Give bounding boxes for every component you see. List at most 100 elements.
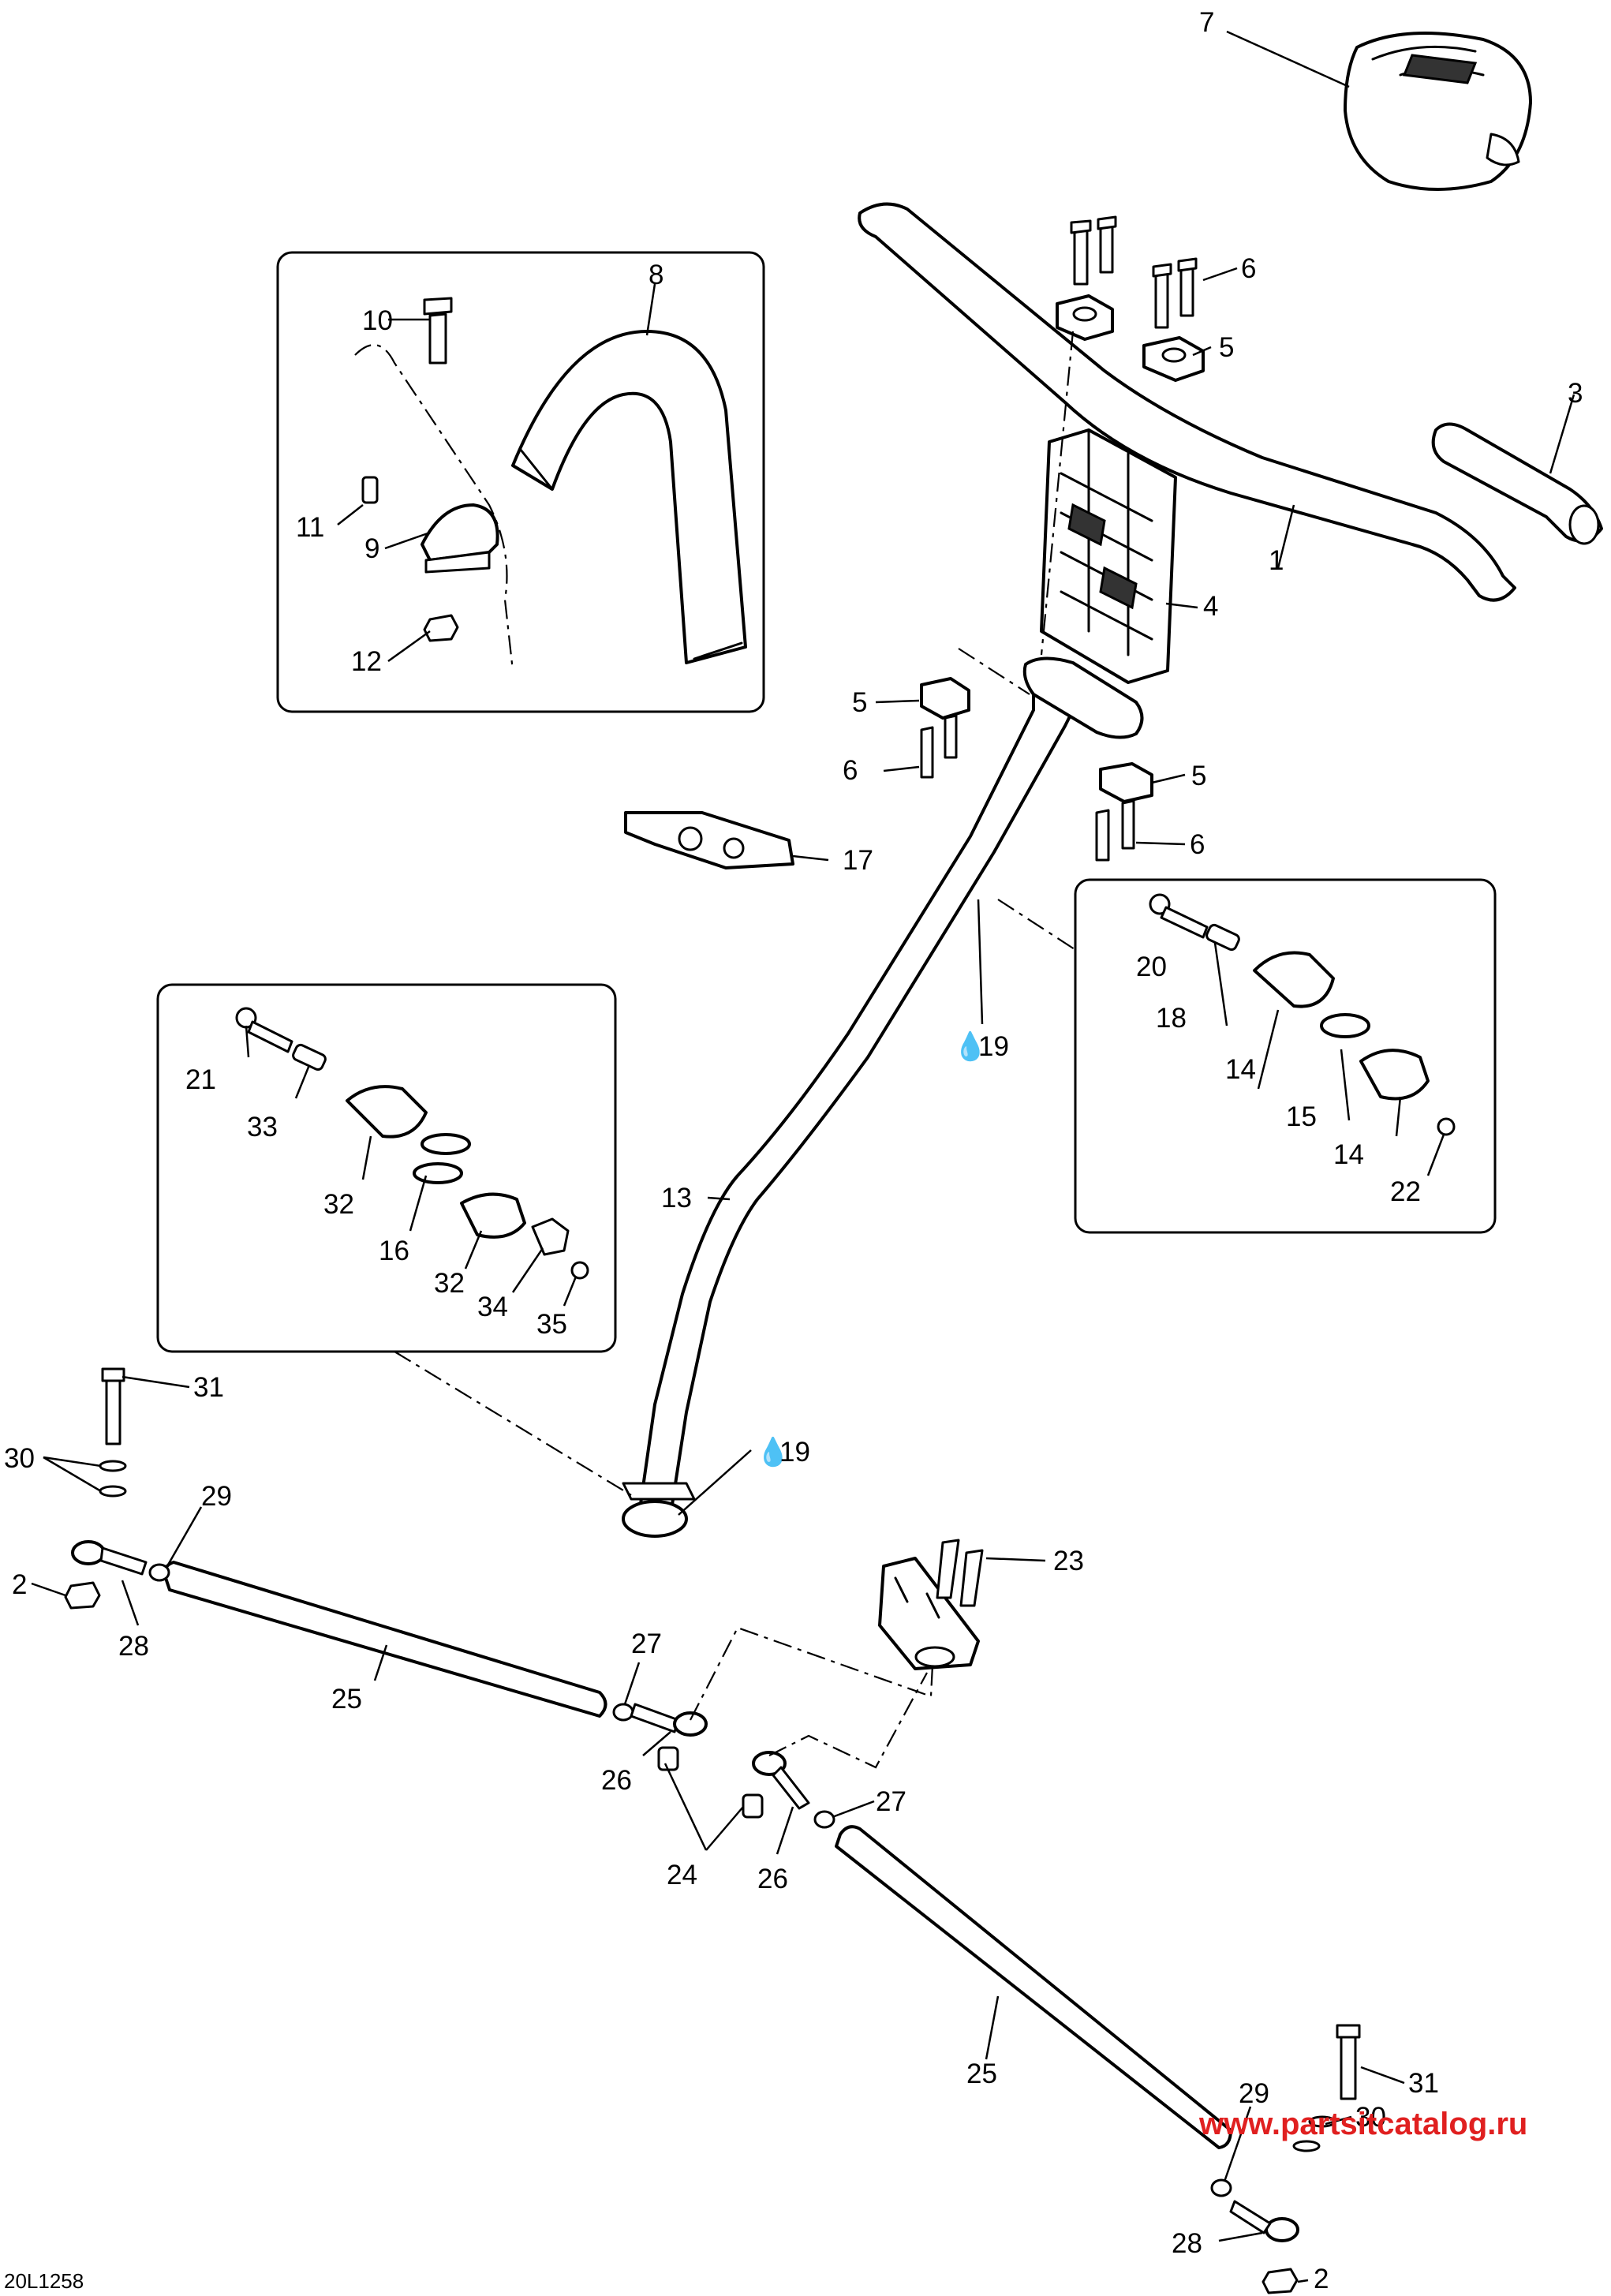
callout-22: 22 bbox=[1390, 1176, 1421, 1207]
callout-15: 15 bbox=[1286, 1101, 1317, 1132]
inset-a-bushing-part bbox=[1320, 1013, 1370, 1038]
callout-25: 25 bbox=[966, 2059, 997, 2089]
callout-6: 6 bbox=[1190, 829, 1205, 860]
riser-nut-part bbox=[423, 614, 459, 642]
nut-2-right-part bbox=[1262, 2268, 1299, 2294]
inset-frame-handlebar-riser bbox=[276, 251, 765, 713]
bolt-31-left-part bbox=[101, 1367, 125, 1445]
callout-8: 8 bbox=[649, 260, 663, 290]
callout-28: 28 bbox=[1172, 2228, 1202, 2259]
riser-tube-outline bbox=[354, 344, 514, 671]
callout-4: 4 bbox=[1203, 591, 1218, 622]
callout-19: 19 bbox=[978, 1031, 1009, 1062]
callout-1: 1 bbox=[1269, 545, 1284, 576]
callout-30: 30 bbox=[4, 1443, 35, 1474]
callout-28: 28 bbox=[118, 1631, 149, 1662]
callout-21: 21 bbox=[185, 1064, 216, 1095]
inset-a-bracket-lower-part bbox=[1359, 1049, 1430, 1101]
inset-b-spacer-part bbox=[292, 1043, 327, 1071]
callout-29: 29 bbox=[201, 1481, 232, 1512]
inset-a-bracket-upper-part bbox=[1253, 951, 1335, 1008]
rod-end-right-part bbox=[1229, 2200, 1299, 2242]
inset-b-plate-part bbox=[531, 1217, 570, 1256]
inset-b-bracket-upper-part bbox=[346, 1085, 428, 1139]
oil-drop-icon: 💧 bbox=[953, 1030, 988, 1062]
assembly-line-riser bbox=[1040, 331, 1075, 656]
bolts-23-part bbox=[936, 1539, 984, 1607]
bolt-31-right-part bbox=[1336, 2024, 1361, 2100]
assembly-line-pitman-b bbox=[768, 1672, 928, 1769]
inset-frame-steering-support-b bbox=[156, 983, 617, 1353]
lower-bolts-part bbox=[920, 714, 1135, 862]
inset-b-bracket-lower-part bbox=[460, 1192, 526, 1239]
inset-b-bushing-part bbox=[413, 1133, 471, 1184]
callout-13: 13 bbox=[661, 1183, 692, 1213]
callout-34: 34 bbox=[477, 1292, 508, 1322]
callout-6: 6 bbox=[1241, 253, 1256, 284]
handlebar-part bbox=[858, 202, 1516, 602]
callout-26: 26 bbox=[757, 1864, 788, 1894]
callout-29: 29 bbox=[1239, 2078, 1269, 2109]
rod-end-26-left-part bbox=[630, 1703, 708, 1737]
assembly-line-inset-b bbox=[394, 1351, 632, 1496]
callout-5: 5 bbox=[1219, 332, 1234, 363]
callout-6: 6 bbox=[843, 755, 858, 786]
callout-30: 30 bbox=[1355, 2102, 1386, 2133]
callout-18: 18 bbox=[1156, 1003, 1187, 1034]
upper-clamp-left-part bbox=[1056, 294, 1114, 341]
inset-frame-steering-support-a bbox=[1074, 878, 1497, 1234]
upper-bolts-part bbox=[1070, 215, 1198, 329]
callout-11: 11 bbox=[296, 512, 324, 543]
oil-drop-icon: 💧 bbox=[756, 1436, 791, 1468]
inset-a-nut-part bbox=[1437, 1117, 1456, 1136]
callout-3: 3 bbox=[1568, 378, 1583, 409]
riser-block-part bbox=[1040, 428, 1177, 684]
callout-31: 31 bbox=[1408, 2068, 1439, 2099]
spacer-part bbox=[361, 476, 379, 504]
callout-35: 35 bbox=[536, 1309, 567, 1340]
callout-7: 7 bbox=[1199, 7, 1214, 38]
callout-24: 24 bbox=[667, 1860, 697, 1890]
assembly-line-pitman-a bbox=[690, 1626, 934, 1721]
callout-5: 5 bbox=[1191, 761, 1206, 791]
tie-rod-left-part bbox=[163, 1561, 607, 1718]
pitman-arm-bracket-part bbox=[878, 1557, 980, 1670]
callout-19: 19 bbox=[779, 1437, 810, 1468]
riser-pad-part bbox=[511, 330, 747, 664]
callout-5: 5 bbox=[852, 687, 867, 718]
lower-clamp-left-part bbox=[920, 677, 970, 720]
diagram-code: 20L1258 bbox=[4, 2269, 84, 2293]
callout-26: 26 bbox=[601, 1765, 632, 1796]
riser-bolt-part bbox=[423, 297, 453, 365]
rod-end-left-part bbox=[71, 1540, 148, 1576]
callout-12: 12 bbox=[351, 646, 382, 677]
callout-17: 17 bbox=[843, 845, 873, 876]
inset-b-nut-part bbox=[570, 1261, 589, 1280]
inset-a-spacer-part bbox=[1205, 923, 1240, 952]
assembly-line-clamp bbox=[958, 648, 1030, 695]
jam-nut-27-left-part bbox=[612, 1703, 634, 1722]
tie-rod-right-part bbox=[835, 1825, 1232, 2149]
callout-2: 2 bbox=[1314, 2264, 1329, 2294]
handlebar-cover-part bbox=[1344, 32, 1532, 191]
callout-14: 14 bbox=[1333, 1139, 1364, 1170]
callout-2: 2 bbox=[12, 1569, 27, 1600]
callout-16: 16 bbox=[379, 1236, 409, 1266]
callout-25: 25 bbox=[331, 1684, 362, 1715]
callout-27: 27 bbox=[876, 1786, 906, 1817]
callout-10: 10 bbox=[362, 305, 393, 336]
riser-clamp-part bbox=[421, 503, 499, 574]
callout-27: 27 bbox=[631, 1629, 662, 1659]
callout-31: 31 bbox=[193, 1372, 224, 1403]
callout-9: 9 bbox=[364, 533, 379, 564]
callout-32: 32 bbox=[434, 1268, 465, 1299]
callout-20: 20 bbox=[1136, 952, 1167, 982]
callout-labels: 7 6 5 3 1 4 5 6 5 6 17 8 10 11 9 12 20 1… bbox=[4, 7, 1583, 2294]
inset-a-bolt-part bbox=[1149, 893, 1209, 939]
watermark: www.partsitcatalog.ru bbox=[1198, 2107, 1527, 2141]
assembly-line-inset-a bbox=[997, 899, 1078, 952]
callout-32: 32 bbox=[323, 1189, 354, 1220]
lower-clamp-right-part bbox=[1099, 762, 1153, 803]
jam-nut-27-right-part bbox=[813, 1810, 835, 1829]
